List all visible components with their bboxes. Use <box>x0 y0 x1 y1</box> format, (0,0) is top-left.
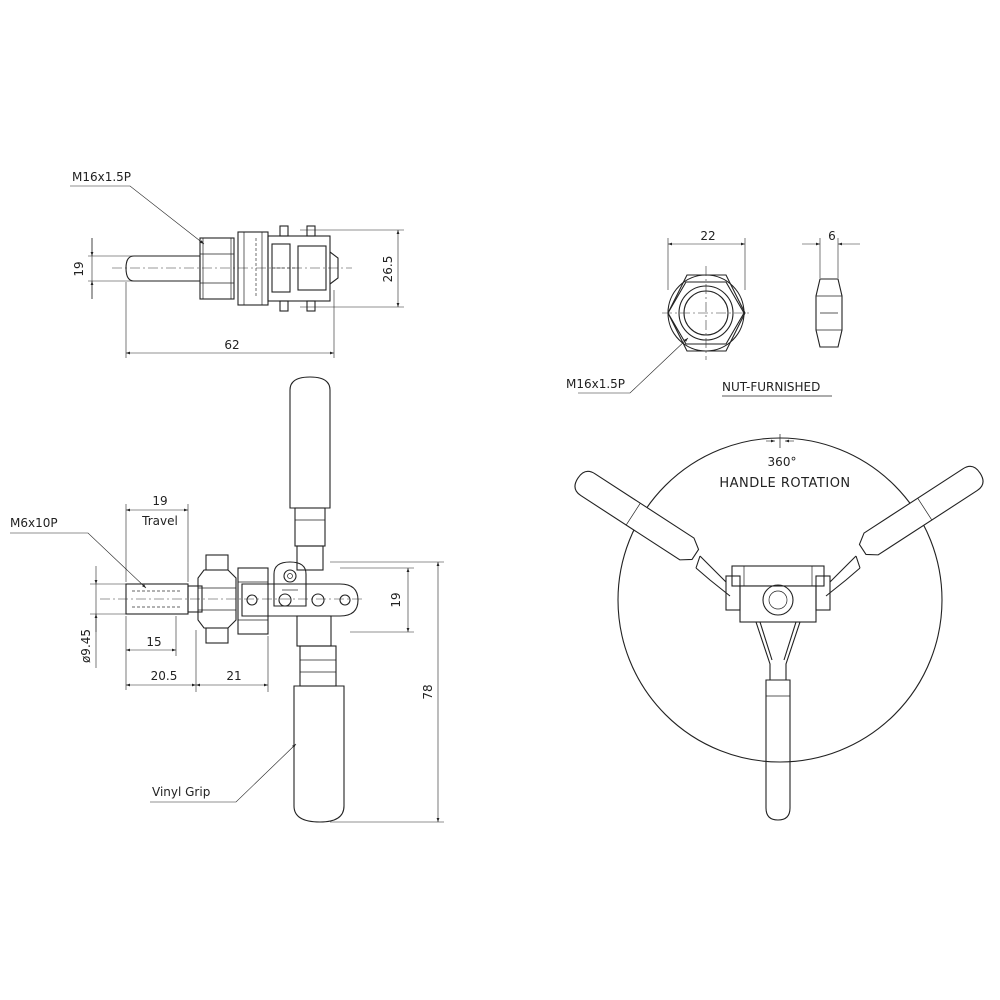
top-view: M16x1.5P 19 26.5 62 <box>70 170 404 358</box>
top-dim-width: 26.5 <box>381 256 395 283</box>
side-thread-label: M6x10P <box>10 516 58 530</box>
side-dim-19-body: 19 <box>389 592 403 607</box>
rotation-view: 360° HANDLE ROTATION <box>574 434 984 821</box>
rotation-caption: HANDLE ROTATION <box>719 476 850 491</box>
rotation-angle-label: 360° <box>768 455 797 469</box>
side-dim-20-5: 20.5 <box>151 669 178 683</box>
nut-caption: NUT-FURNISHED <box>722 380 820 394</box>
side-dim-78: 78 <box>421 684 435 699</box>
nut-thread-label: M16x1.5P <box>566 377 625 391</box>
side-view: 19 Travel M6x10P ø9.45 15 20.5 21 19 <box>10 376 444 823</box>
nut-dim-across-flats: 22 <box>700 229 715 243</box>
side-dim-15: 15 <box>146 635 161 649</box>
top-dim-length: 62 <box>224 338 239 352</box>
side-dim-21: 21 <box>226 669 241 683</box>
top-dim-height: 19 <box>72 261 86 276</box>
nut-view: 22 6 M16x1.5P NUT-FURNISHED <box>566 229 860 397</box>
side-travel-label: Travel <box>141 514 178 528</box>
side-dim-travel: 19 <box>152 494 167 508</box>
top-thread-label: M16x1.5P <box>72 170 131 184</box>
nut-dim-thickness: 6 <box>828 229 836 243</box>
side-dim-diameter: ø9.45 <box>79 629 93 663</box>
side-grip-label: Vinyl Grip <box>152 785 210 799</box>
